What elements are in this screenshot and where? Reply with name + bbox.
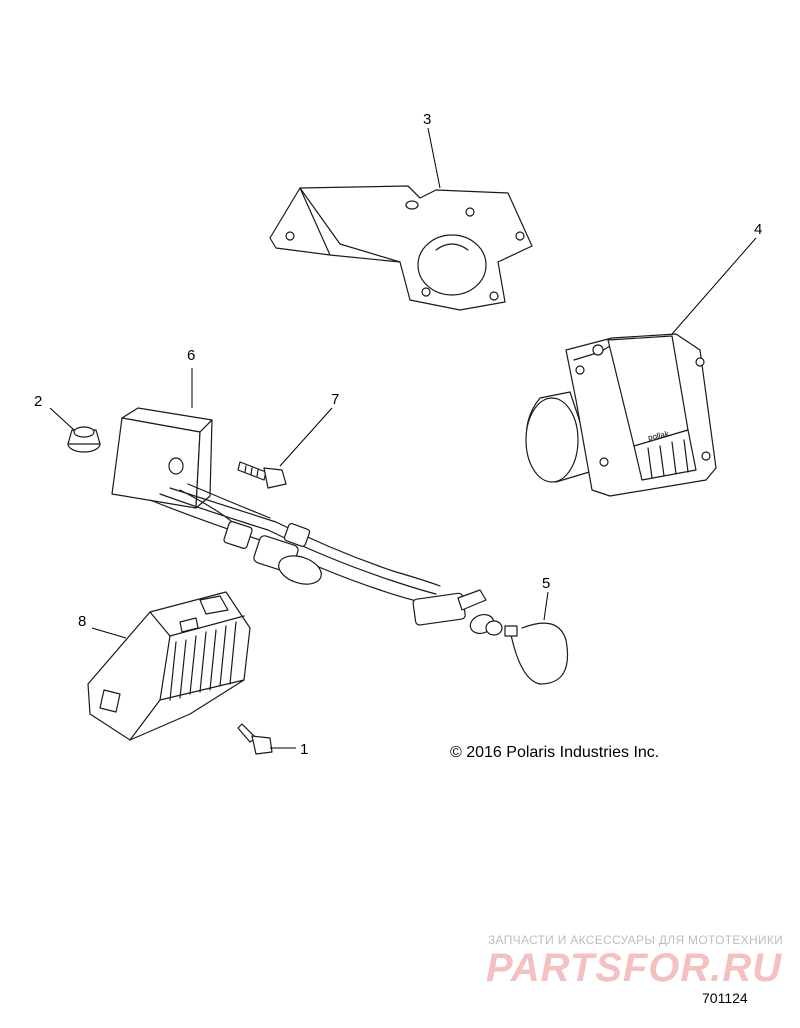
connector-brand-label: pollak xyxy=(647,429,670,442)
part-8-regulator[interactable] xyxy=(87,591,251,741)
callout-1: 1 xyxy=(300,741,308,758)
callout-7: 7 xyxy=(331,391,339,408)
leader-lines xyxy=(49,127,757,749)
copyright-notice: © 2016 Polaris Industries Inc. xyxy=(450,744,660,761)
watermark-tagline: ЗАПЧАСТИ И АКСЕССУАРЫ ДЛЯ МОТОТЕХНИКИ xyxy=(488,933,784,947)
figure-number: 701124 xyxy=(702,990,748,1006)
watermark-logo: PARTSFOR.RU xyxy=(486,946,783,990)
part-1-bolt[interactable] xyxy=(237,723,273,755)
callout-2: 2 xyxy=(34,393,42,410)
callout-6: 6 xyxy=(187,347,195,364)
part-4-trailer-connector[interactable]: pollak xyxy=(525,333,717,497)
part-5-cable-tie[interactable] xyxy=(504,622,569,685)
part-7-bolt[interactable] xyxy=(237,461,287,489)
callout-8: 8 xyxy=(78,613,86,630)
part-2-flange-nut[interactable] xyxy=(67,426,101,453)
part-3-mounting-bracket[interactable] xyxy=(269,185,533,311)
part-6-converter-box[interactable] xyxy=(111,407,213,509)
wiring-harness[interactable] xyxy=(149,483,503,637)
callout-4: 4 xyxy=(754,221,762,238)
callout-numbers: 3 4 6 2 7 5 8 1 xyxy=(34,111,762,758)
callout-5: 5 xyxy=(542,575,550,592)
callout-3: 3 xyxy=(423,111,431,128)
